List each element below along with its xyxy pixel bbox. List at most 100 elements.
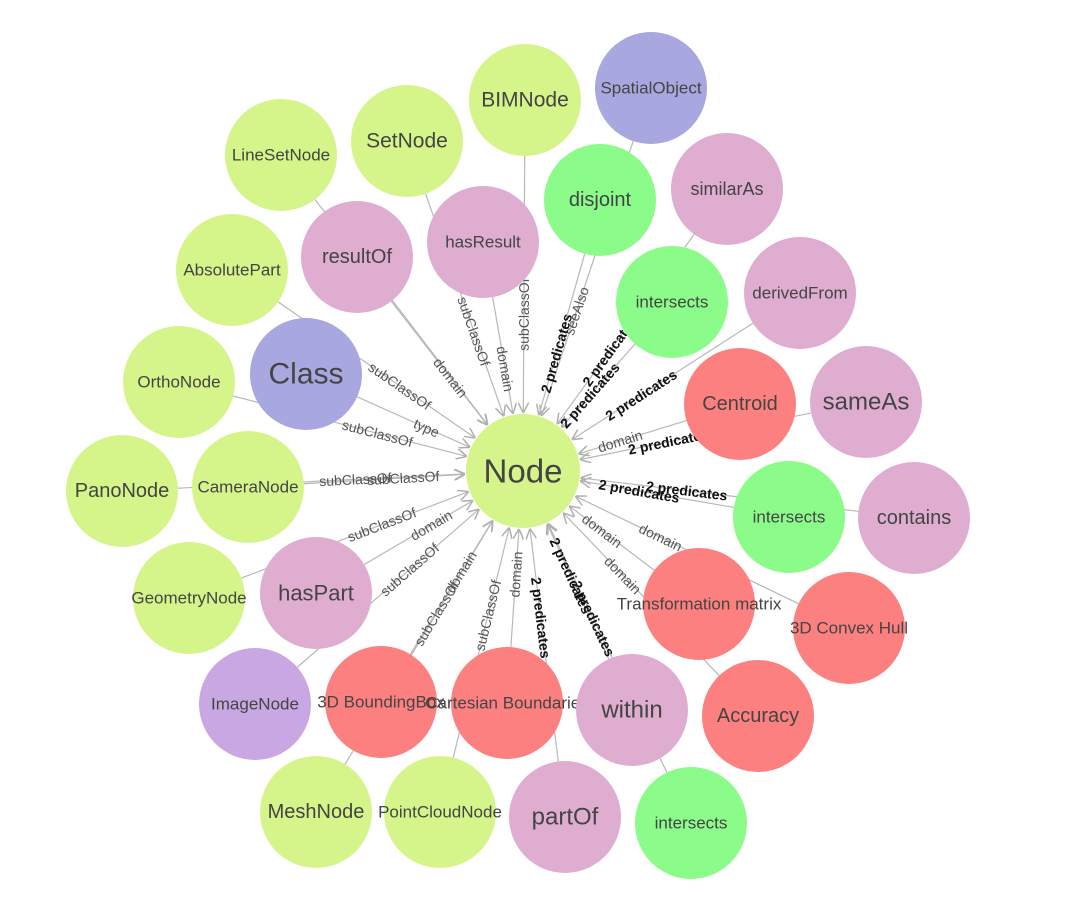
edge-label: type [411, 415, 442, 440]
graph-node-hasresult[interactable]: hasResult [427, 186, 539, 298]
node-circle[interactable] [176, 214, 288, 326]
node-circle[interactable] [301, 201, 413, 313]
node-circle[interactable] [466, 414, 580, 528]
node-label: intersects [655, 814, 728, 833]
edge-intersects2-to-node [581, 481, 734, 509]
edge-label: domain [506, 551, 525, 598]
graph-node-class[interactable]: Class [250, 318, 362, 430]
graph-node-imagenode[interactable]: ImageNode [199, 648, 311, 760]
node-circle[interactable] [469, 44, 581, 156]
edge-derivedfrom-to-node [573, 322, 754, 439]
edge-label: subClassOf [454, 294, 493, 368]
graph-node-contains[interactable]: contains [858, 462, 970, 574]
graph-node-transformation[interactable]: Transformation matrix [617, 548, 782, 660]
node-circle[interactable] [858, 462, 970, 574]
graph-node-similaras[interactable]: similarAs [671, 133, 783, 245]
node-circle[interactable] [225, 99, 337, 211]
edge-cameranode-to-node [303, 474, 464, 485]
node-label: within [600, 697, 662, 724]
graph-node-geometrynode[interactable]: GeometryNode [131, 542, 247, 654]
edge-label: 2 predicates [569, 578, 619, 659]
node-label: Class [268, 358, 343, 391]
graph-node-sameas[interactable]: sameAs [810, 346, 922, 458]
node-circle[interactable] [544, 144, 656, 256]
node-circle[interactable] [325, 646, 437, 758]
node-label: disjoint [569, 189, 632, 211]
node-circle[interactable] [199, 648, 311, 760]
node-label: CameraNode [197, 478, 298, 497]
graph-node-within[interactable]: within [576, 654, 688, 766]
graph-node-node[interactable]: Node [466, 414, 580, 528]
graph-node-setnode[interactable]: SetNode [351, 85, 463, 197]
graph-node-intersects1[interactable]: intersects [616, 246, 728, 358]
node-label: MeshNode [268, 801, 365, 823]
graph-node-accuracy[interactable]: Accuracy [702, 660, 814, 772]
graph-node-resultof[interactable]: resultOf [301, 201, 413, 313]
edge-label: domain [493, 345, 517, 393]
node-circle[interactable] [384, 756, 496, 868]
graph-node-panonode[interactable]: PanoNode [66, 435, 178, 547]
node-circle[interactable] [123, 326, 235, 438]
node-circle[interactable] [351, 85, 463, 197]
graph-node-partof[interactable]: partOf [509, 761, 621, 873]
node-label: 3D BoundingBox [317, 693, 445, 712]
graph-node-cameranode[interactable]: CameraNode [192, 431, 304, 543]
graph-node-intersects2[interactable]: intersects [733, 461, 845, 573]
graph-node-meshnode[interactable]: MeshNode [260, 756, 372, 868]
node-circle[interactable] [427, 186, 539, 298]
graph-node-bimnode[interactable]: BIMNode [469, 44, 581, 156]
node-circle[interactable] [616, 246, 728, 358]
edge-label: 2 predicates [528, 576, 554, 659]
node-circle[interactable] [810, 346, 922, 458]
node-circle[interactable] [133, 542, 245, 654]
graph-node-pointcloudnode[interactable]: PointCloudNode [378, 756, 502, 868]
node-circle[interactable] [66, 435, 178, 547]
node-circle[interactable] [576, 654, 688, 766]
node-circle[interactable] [671, 133, 783, 245]
node-label: 3D Convex Hull [790, 619, 908, 638]
node-circle[interactable] [744, 237, 856, 349]
graph-node-spatialobject[interactable]: SpatialObject [595, 32, 707, 144]
edge-label: 2 predicates [538, 312, 576, 395]
edge-cartesian-to-node [510, 530, 519, 648]
node-label: hasResult [445, 233, 521, 252]
node-circle[interactable] [702, 660, 814, 772]
node-label: Transformation matrix [617, 595, 782, 614]
node-circle[interactable] [250, 318, 362, 430]
node-circle[interactable] [192, 431, 304, 543]
node-circle[interactable] [509, 761, 621, 873]
graph-node-derivedfrom[interactable]: derivedFrom [744, 237, 856, 349]
edge-transformation-to-node [570, 507, 655, 571]
graph-node-disjoint[interactable]: disjoint [544, 144, 656, 256]
graph-node-absolutepart[interactable]: AbsolutePart [176, 214, 288, 326]
graph-node-cartesian[interactable]: Cartesian Boundaries [425, 647, 589, 759]
graph-node-boundingbox[interactable]: 3D BoundingBox [317, 646, 445, 758]
edge-within-to-node [547, 525, 610, 660]
node-circle[interactable] [684, 348, 796, 460]
edge-label: domain [637, 520, 685, 554]
node-label: PointCloudNode [378, 803, 502, 822]
node-circle[interactable] [595, 32, 707, 144]
node-circle[interactable] [260, 756, 372, 868]
node-label: derivedFrom [752, 284, 847, 303]
node-label: contains [877, 507, 952, 529]
node-label: hasPart [278, 581, 354, 606]
graph-node-linesetnode[interactable]: LineSetNode [225, 99, 337, 211]
graph-node-centroid[interactable]: Centroid [684, 348, 796, 460]
node-circle[interactable] [635, 767, 747, 879]
graph-node-haspart[interactable]: hasPart [260, 537, 372, 649]
node-circle[interactable] [451, 647, 563, 759]
graph-node-intersects3[interactable]: intersects [635, 767, 747, 879]
node-label: ImageNode [211, 695, 299, 714]
node-circle[interactable] [643, 548, 755, 660]
node-circle[interactable] [793, 572, 905, 684]
edge-resultof-to-node [390, 300, 487, 424]
edge-bimnode-to-node [523, 155, 524, 412]
node-label: Accuracy [717, 705, 799, 727]
graph-node-orthonode[interactable]: OrthoNode [123, 326, 235, 438]
node-circle[interactable] [733, 461, 845, 573]
node-label: SpatialObject [600, 79, 701, 98]
graph-node-convexhull[interactable]: 3D Convex Hull [790, 572, 908, 684]
node-circle[interactable] [260, 537, 372, 649]
